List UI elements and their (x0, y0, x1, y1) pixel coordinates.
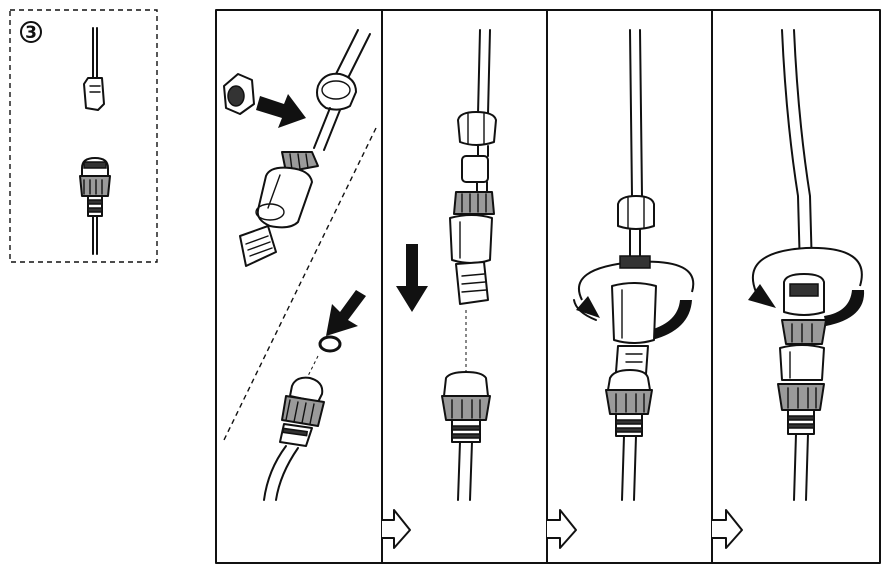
arrow-icon (326, 290, 366, 336)
panel-1 (223, 29, 377, 501)
connector-assembled (777, 273, 827, 501)
svg-text:3: 3 (25, 23, 37, 43)
camera-side-connector (441, 371, 491, 501)
hollow-right-arrow-icon (712, 509, 743, 549)
rj45-plug (455, 261, 489, 305)
down-arrow-icon (396, 244, 428, 312)
cable-with-small-plug (83, 27, 105, 111)
inset-dashed-frame (9, 9, 158, 263)
panel-4 (748, 29, 865, 501)
rotate-icon (748, 246, 865, 326)
panel-2 (396, 29, 497, 501)
rotate-icon (573, 260, 695, 340)
cable-with-gland (79, 157, 111, 255)
rj45-connector-body (449, 191, 495, 264)
rj45-connector-body (255, 151, 319, 229)
inset-cable-prep: ③ 3 (9, 9, 158, 263)
loose-nut (223, 73, 255, 115)
panel-3 (573, 29, 695, 501)
camera-side-connector (263, 376, 325, 501)
step-number-badge (20, 21, 42, 43)
hollow-right-arrow-icon (382, 509, 411, 549)
gland-nut (457, 111, 497, 146)
rubber-seal (461, 155, 489, 183)
connector-being-tightened (605, 255, 657, 501)
gland-nut (316, 72, 357, 111)
hollow-right-arrow-icon (547, 509, 577, 549)
gland-nut (617, 195, 655, 230)
arrow-icon (256, 94, 306, 128)
o-ring (318, 335, 342, 353)
rj45-plug (239, 225, 277, 267)
steps-frame (215, 9, 881, 564)
panel-1-separator (223, 127, 377, 441)
